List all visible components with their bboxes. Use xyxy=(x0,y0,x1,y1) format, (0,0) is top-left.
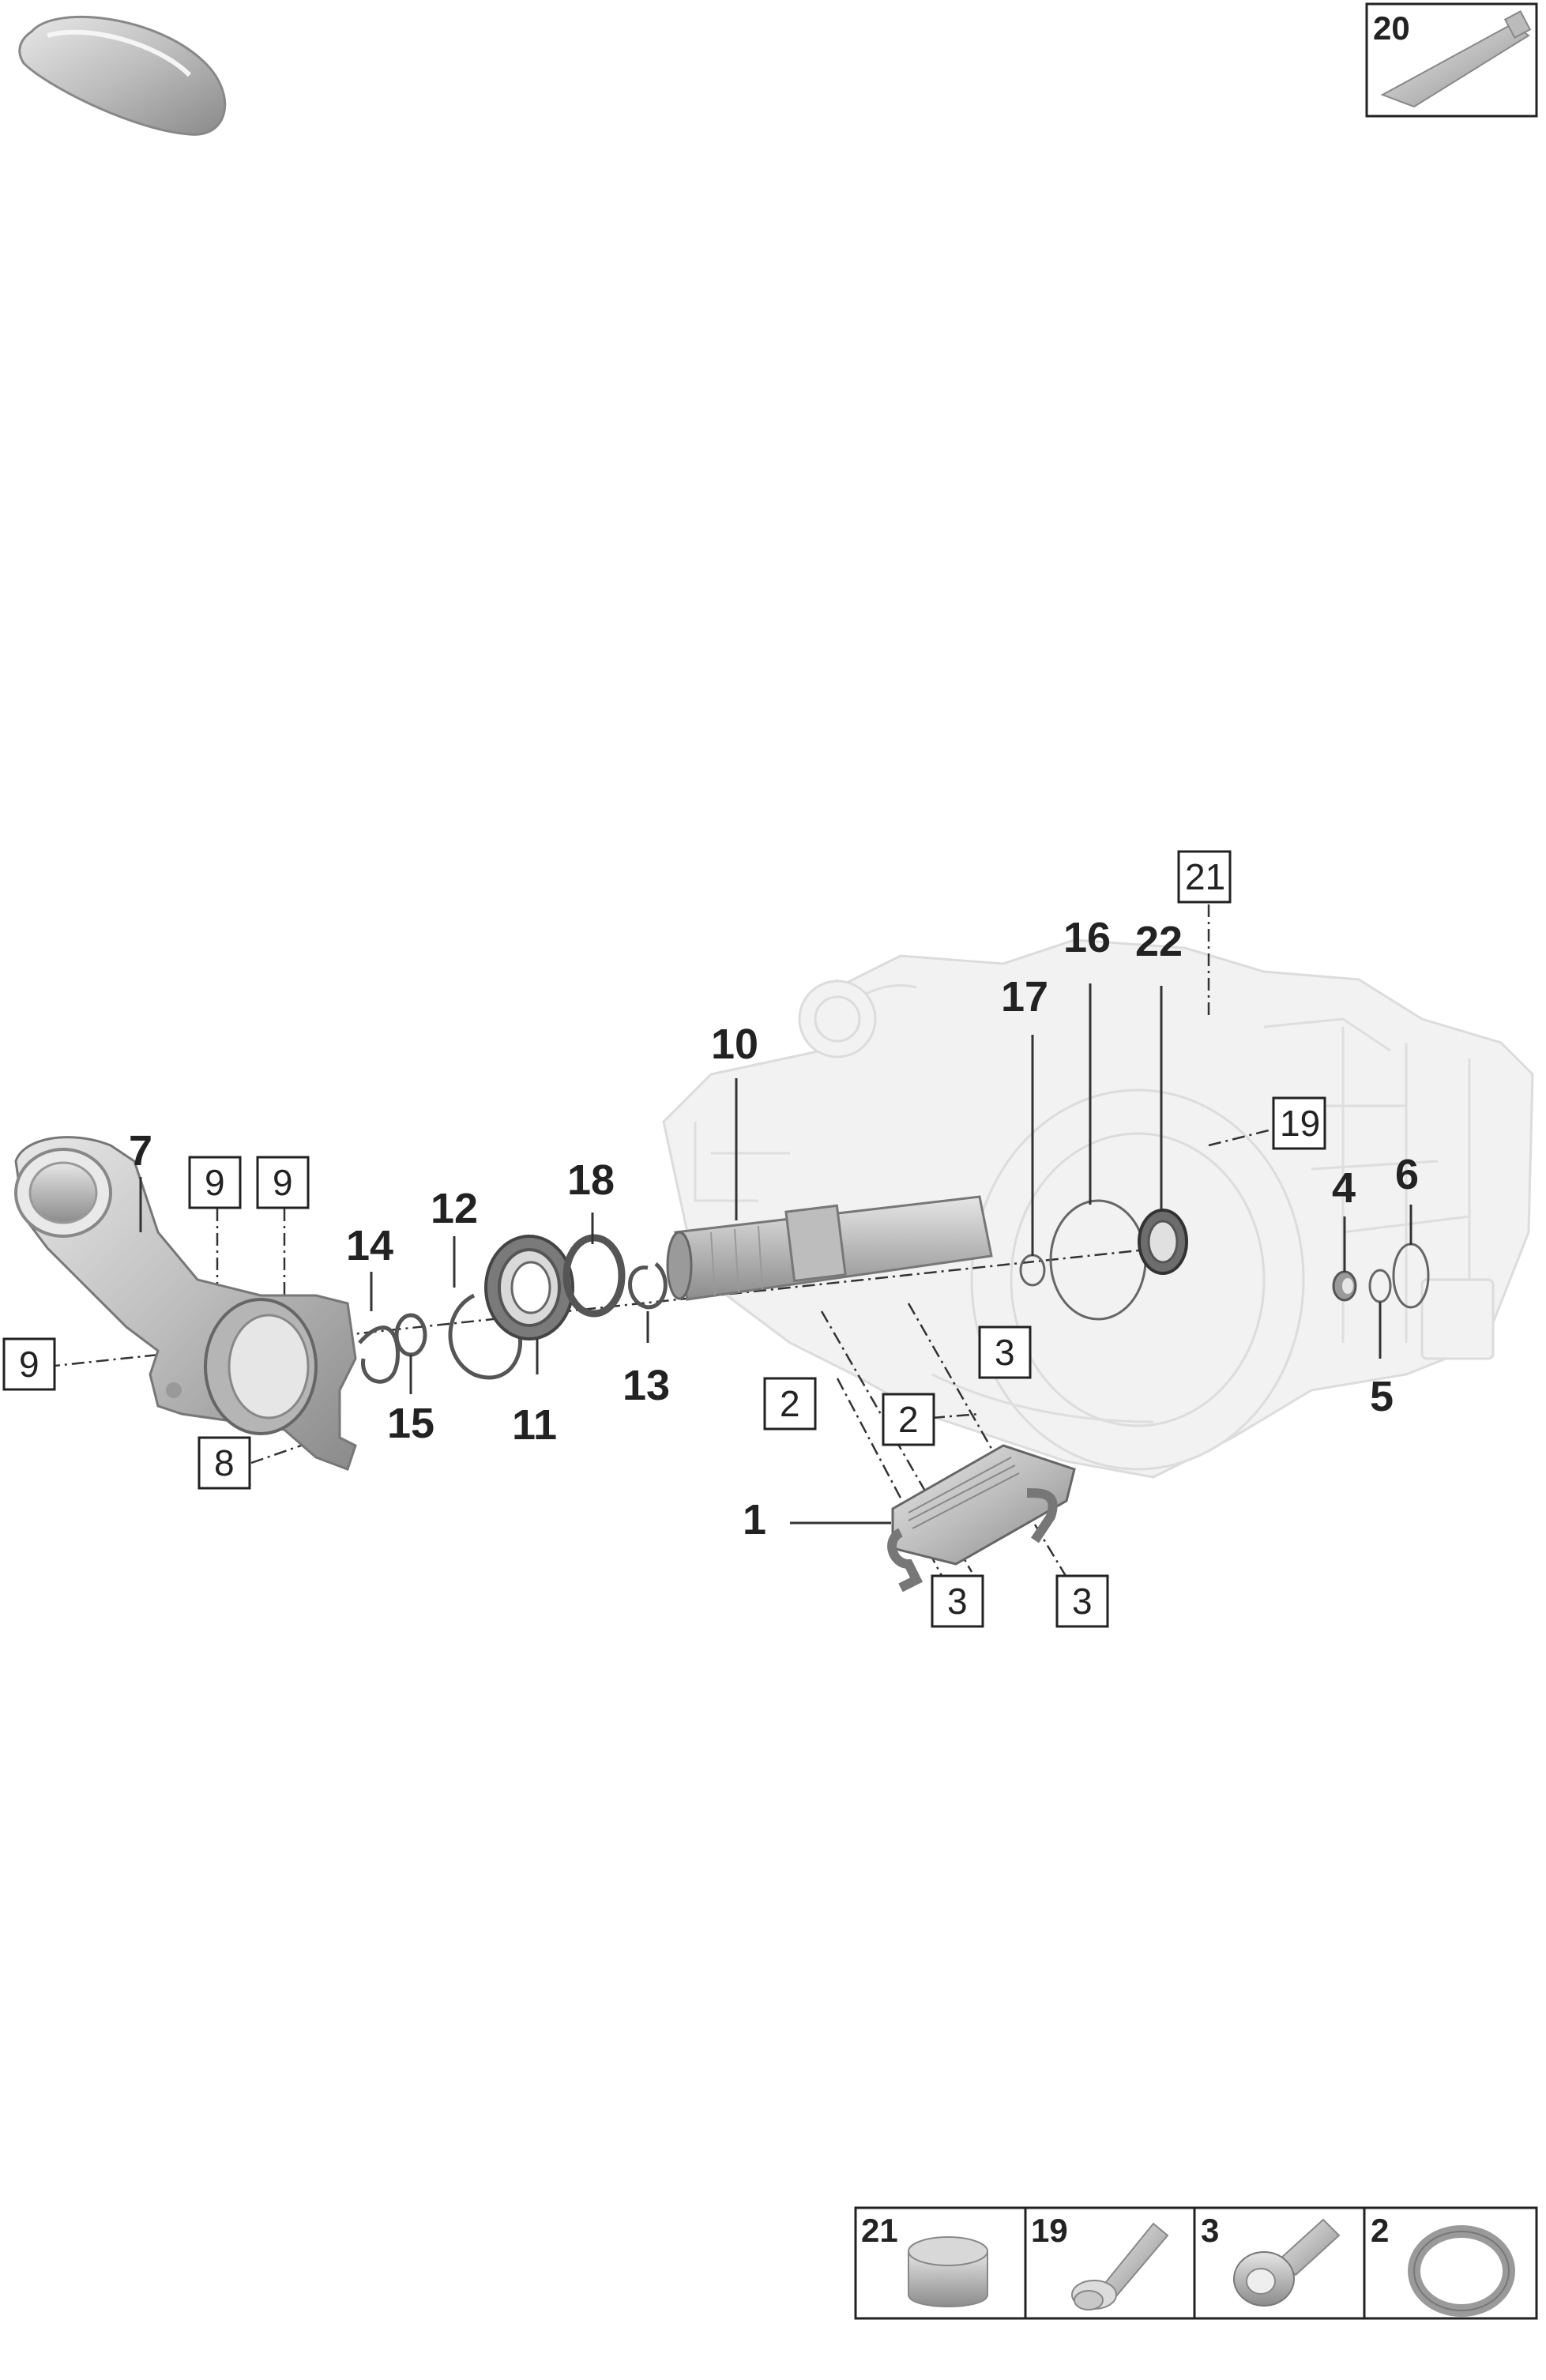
plug-4 xyxy=(1332,1270,1357,1302)
oil-cooler-1 xyxy=(887,1444,1076,1592)
grease-tube-icon xyxy=(1380,10,1532,108)
wheel-bearing-11 xyxy=(484,1235,574,1340)
legend-label-3: 3 xyxy=(1201,2212,1219,2249)
svg-text:8: 8 xyxy=(214,1442,235,1483)
ring-18 xyxy=(562,1234,626,1318)
socket-bolt-icon xyxy=(1233,2218,1341,2307)
boxed-ref-3b: 3 xyxy=(931,1574,984,1628)
svg-text:2: 2 xyxy=(898,1399,919,1440)
boxed-ref-2b: 2 xyxy=(882,1393,935,1446)
shaft-seal-22 xyxy=(1138,1209,1188,1275)
boxed-ref-2a: 2 xyxy=(763,1377,817,1431)
main-axis-line xyxy=(47,1246,1162,1368)
boxed-ref-3a: 3 xyxy=(978,1325,1032,1379)
callout-1: 1 xyxy=(743,1496,766,1543)
svg-text:9: 9 xyxy=(273,1162,293,1203)
axis-line-2b xyxy=(931,1412,980,1419)
wheel-hub-carrier xyxy=(14,1136,357,1471)
cap-icon xyxy=(908,2236,988,2307)
boxed-ref-9a: 9 xyxy=(188,1156,242,1209)
svg-text:3: 3 xyxy=(995,1332,1015,1373)
boxed-ref-9b: 9 xyxy=(256,1156,310,1209)
svg-text:9: 9 xyxy=(205,1162,225,1203)
callout-15: 15 xyxy=(387,1400,434,1447)
legend-cell-21: 21 xyxy=(861,2212,988,2307)
callout-7: 7 xyxy=(129,1127,152,1175)
axis-line-19 xyxy=(1208,1128,1273,1147)
svg-text:21: 21 xyxy=(1185,856,1225,897)
callout-13: 13 xyxy=(623,1362,670,1409)
grease-tube-panel: 20 xyxy=(1365,2,1538,118)
boxed-ref-8: 8 xyxy=(197,1436,251,1490)
flange-bolt-icon xyxy=(1071,2222,1169,2310)
legend-cell-19: 19 xyxy=(1031,2212,1169,2310)
circlip-14 xyxy=(358,1325,401,1384)
callout-14: 14 xyxy=(346,1222,393,1269)
drive-shaft-10 xyxy=(666,1195,993,1301)
svg-text:3: 3 xyxy=(947,1581,968,1622)
legend-cell-3: 3 xyxy=(1201,2212,1341,2307)
boxed-ref-3c: 3 xyxy=(1055,1574,1109,1628)
svg-text:9: 9 xyxy=(19,1344,39,1385)
transmission-housing-ghost xyxy=(662,938,1534,1479)
svg-text:2: 2 xyxy=(780,1383,800,1424)
svg-text:3: 3 xyxy=(1072,1581,1093,1622)
legend-label-2: 2 xyxy=(1371,2212,1389,2249)
legend-label-21: 21 xyxy=(861,2212,898,2249)
legend-label-19: 19 xyxy=(1031,2212,1068,2249)
svg-text:19: 19 xyxy=(1280,1103,1320,1144)
panel-label: 20 xyxy=(1373,9,1410,47)
fastener-legend-table: 21 19 3 2 xyxy=(854,2206,1538,2320)
callout-18: 18 xyxy=(567,1156,615,1204)
o-ring-icon xyxy=(1408,2225,1515,2317)
callout-17: 17 xyxy=(1001,973,1048,1021)
circlip-13 xyxy=(628,1262,668,1310)
ring-15 xyxy=(394,1313,427,1357)
callout-16: 16 xyxy=(1063,914,1111,961)
callout-12: 12 xyxy=(431,1185,478,1232)
boxed-ref-21: 21 xyxy=(1177,850,1232,904)
legend-cell-2: 2 xyxy=(1371,2212,1515,2317)
axis-line-3-top xyxy=(907,1303,1005,1470)
vehicle-silhouette-icon xyxy=(18,15,227,136)
boxed-ref-19: 19 xyxy=(1272,1096,1326,1150)
callout-4: 4 xyxy=(1332,1164,1356,1212)
boxed-ref-9c: 9 xyxy=(2,1337,56,1391)
callout-11: 11 xyxy=(512,1401,557,1449)
callout-22: 22 xyxy=(1135,918,1183,965)
callout-10: 10 xyxy=(711,1021,758,1068)
callout-6: 6 xyxy=(1395,1151,1419,1198)
callout-5: 5 xyxy=(1370,1373,1394,1420)
